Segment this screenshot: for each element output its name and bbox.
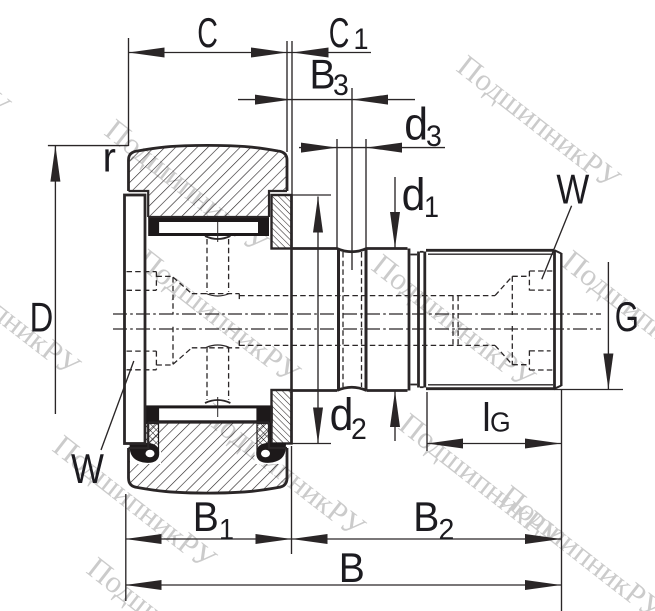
svg-text:ПодшипникРУ: ПодшипникРУ xyxy=(0,0,17,124)
svg-text:B: B xyxy=(310,50,336,98)
svg-text:3: 3 xyxy=(333,69,349,102)
svg-text:C: C xyxy=(329,8,350,56)
svg-text:1: 1 xyxy=(424,191,439,225)
svg-text:2: 2 xyxy=(439,514,455,547)
svg-text:C: C xyxy=(197,8,218,56)
svg-text:ПодшипникРУ: ПодшипникРУ xyxy=(451,48,627,197)
svg-text:B: B xyxy=(193,493,219,541)
svg-text:3: 3 xyxy=(426,120,442,153)
svg-text:ПодшипникРУ: ПодшипникРУ xyxy=(81,550,257,611)
svg-text:G: G xyxy=(615,293,639,340)
svg-text:l: l xyxy=(482,396,490,440)
svg-text:ПодшипникРУ: ПодшипникРУ xyxy=(131,242,307,391)
svg-text:G: G xyxy=(490,406,511,438)
svg-text:B: B xyxy=(413,493,439,541)
svg-text:ПодшипникРУ: ПодшипникРУ xyxy=(494,478,655,611)
svg-text:r: r xyxy=(103,133,116,180)
svg-text:D: D xyxy=(30,293,54,340)
svg-text:d: d xyxy=(330,390,354,440)
svg-text:W: W xyxy=(556,167,589,214)
svg-text:ПодшипникРУ: ПодшипникРУ xyxy=(366,247,542,396)
svg-text:1: 1 xyxy=(219,513,234,547)
svg-text:B: B xyxy=(339,544,365,592)
svg-text:d: d xyxy=(404,100,428,150)
svg-text:2: 2 xyxy=(351,413,367,446)
svg-text:d: d xyxy=(402,170,426,220)
svg-text:1: 1 xyxy=(354,23,369,57)
svg-text:W: W xyxy=(71,446,104,493)
svg-text:ПодшипникРУ: ПодшипникРУ xyxy=(556,243,655,392)
